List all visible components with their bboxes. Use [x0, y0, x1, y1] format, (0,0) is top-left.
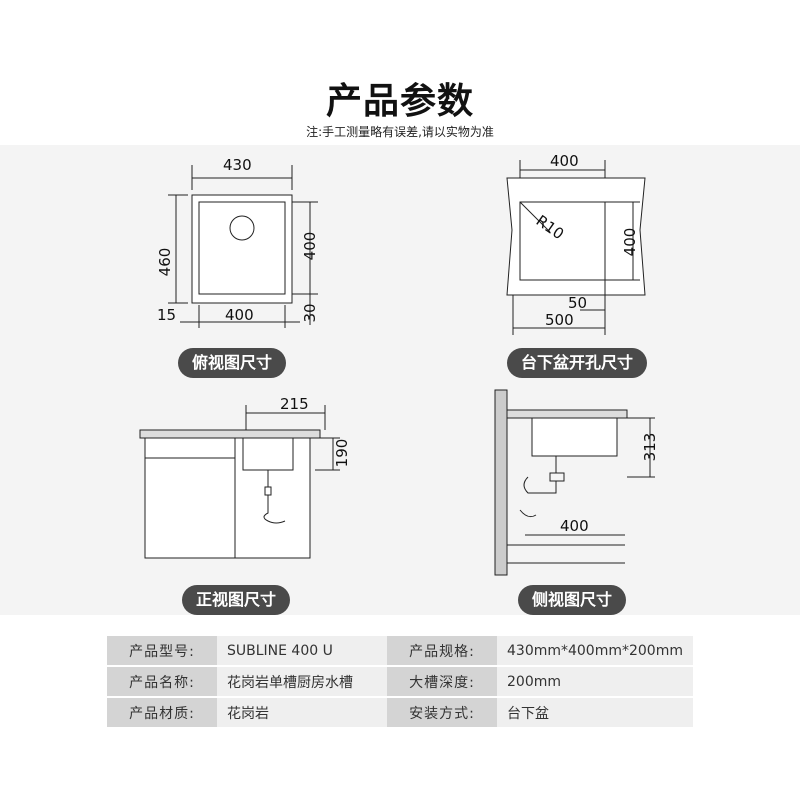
spec-key: 产品规格:	[387, 636, 497, 666]
spec-value: SUBLINE 400 U	[217, 636, 387, 666]
spec-row: 产品名称: 花岗岩单槽厨房水槽 大槽深度: 200mm	[107, 665, 693, 697]
side-depth-label: 400	[560, 517, 589, 535]
cutout-total-label: 500	[545, 311, 574, 329]
top-view-label: 俯视图尺寸	[178, 348, 287, 378]
top-view-diagram: 430 460 400 30 15 400	[156, 156, 319, 328]
spec-value: 200mm	[497, 665, 693, 697]
measurement-note: 注:手工测量略有误差,请以实物为准	[306, 125, 494, 139]
spec-key: 产品型号:	[107, 636, 217, 666]
front-offset-label: 215	[280, 395, 309, 413]
spec-row: 产品材质: 花岗岩 安装方式: 台下盆	[107, 696, 693, 727]
spec-row: 产品型号: SUBLINE 400 U 产品规格: 430mm*400mm*20…	[107, 636, 693, 666]
front-view-label: 正视图尺寸	[182, 585, 291, 615]
spec-value: 430mm*400mm*200mm	[497, 636, 693, 666]
cutout-diagram: 400 R10 400 50 500	[506, 152, 646, 335]
cutout-view-label: 台下盆开孔尺寸	[507, 348, 648, 378]
spec-value: 花岗岩单槽厨房水槽	[217, 665, 387, 697]
cutout-height-label: 400	[621, 228, 639, 257]
top-height-outer-label: 460	[156, 248, 174, 277]
spec-key: 安装方式:	[387, 696, 497, 727]
front-depth-label: 190	[333, 439, 351, 468]
spec-key: 产品材质:	[107, 696, 217, 727]
diagram-area	[0, 145, 800, 615]
top-height-inner-label: 400	[301, 232, 319, 261]
spec-key: 大槽深度:	[387, 665, 497, 697]
spec-value: 台下盆	[497, 696, 693, 727]
spec-table: 产品型号: SUBLINE 400 U 产品规格: 430mm*400mm*20…	[107, 636, 693, 727]
top-width-outer-label: 430	[223, 156, 252, 174]
spec-key: 产品名称:	[107, 665, 217, 697]
side-height-label: 313	[641, 433, 659, 462]
spec-value: 花岗岩	[217, 696, 387, 727]
side-view-diagram: 313 400	[494, 389, 659, 576]
top-margin-bottom-label: 30	[301, 303, 319, 322]
cutout-width-label: 400	[550, 152, 579, 170]
top-margin-left-label: 15	[157, 306, 176, 324]
top-width-inner-label: 400	[225, 306, 254, 324]
page-title: 产品参数	[325, 81, 474, 122]
side-view-label: 侧视图尺寸	[518, 585, 627, 615]
cutout-edge-label: 50	[568, 294, 587, 312]
front-view-diagram: 215 190	[139, 395, 351, 559]
